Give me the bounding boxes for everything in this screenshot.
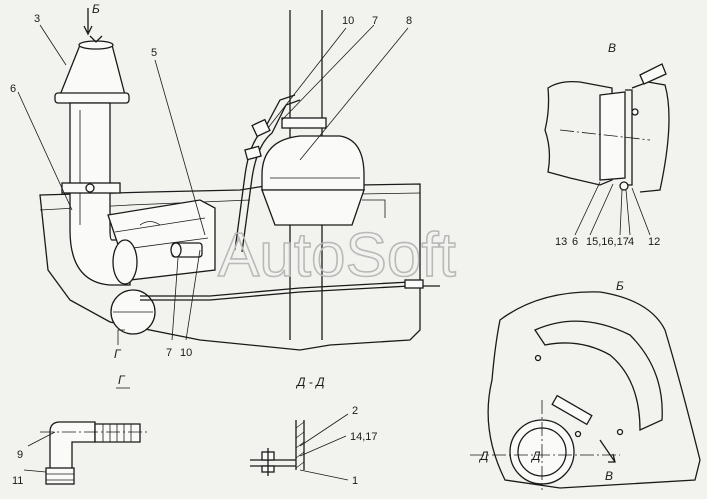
fuel-line-fitting: [404, 279, 424, 289]
frame-outline: [39, 183, 421, 351]
leader-3: [39, 24, 67, 66]
watermark: AutoSoft: [218, 221, 456, 290]
heater-detail: [139, 221, 161, 226]
leader-7-top: [281, 24, 375, 121]
label-d-left: Д: [478, 449, 489, 463]
upper-pipe-b: [241, 99, 301, 253]
label-arrow-b: Б: [92, 2, 100, 16]
label-13: 13: [555, 236, 567, 248]
view-b: Б Д Д В: [470, 279, 701, 490]
label-1: 1: [352, 475, 358, 487]
view-b-shield: [534, 320, 663, 432]
view-v-pipe-stub: [639, 63, 667, 85]
label-12: 12: [648, 236, 660, 248]
section-dd-plate: [295, 420, 305, 470]
detail-g-elbow: [49, 421, 96, 471]
clamp-bolt: [85, 183, 95, 193]
label-15-16-17: 15,16,17: [586, 236, 629, 248]
leader-7-bottom: [171, 257, 179, 341]
label-7-bottom: 7: [166, 347, 172, 359]
view-b-arrow-v: [599, 439, 616, 463]
label-10-top: 10: [342, 15, 354, 27]
label-7-top: 7: [372, 15, 378, 27]
label-6-v: 6: [572, 236, 578, 248]
label-4: 4: [628, 236, 634, 248]
boiler-bracket: [362, 199, 386, 218]
view-b-rivet-1: [534, 354, 542, 362]
label-2: 2: [352, 405, 358, 417]
section-dd-hatch: [295, 421, 305, 469]
pipe-clamp-upper: [251, 118, 271, 138]
label-10-bottom: 10: [180, 347, 192, 359]
view-b-outline: [487, 291, 701, 489]
air-filter-cap: [78, 40, 114, 50]
main-assembly-view: 3 Б 6 5 10 7 8 7 10 Г: [10, 2, 440, 361]
leader-10-bottom: [185, 249, 201, 341]
intake-pipe: [69, 102, 131, 286]
view-b-clamp: [551, 394, 593, 426]
label-3: 3: [34, 13, 40, 25]
label-11: 11: [12, 475, 23, 487]
section-dd-leaders: [299, 413, 349, 481]
label-detail-g: Г: [114, 347, 122, 361]
view-b-rivet-3: [616, 428, 624, 436]
label-8: 8: [406, 15, 412, 27]
label-14-17: 14,17: [350, 431, 378, 443]
detail-g-leaders: [23, 431, 56, 473]
view-b-rivet-2: [574, 430, 582, 438]
view-v-right-part: [631, 81, 670, 193]
boiler-base: [261, 189, 365, 226]
view-v-axis: [559, 129, 651, 141]
label-9: 9: [17, 449, 23, 461]
leader-5: [154, 59, 206, 236]
view-v: В 13 6 15,16,17 4 12: [544, 41, 670, 248]
leader-6: [17, 91, 73, 211]
detail-g: Г 9 11: [12, 373, 150, 487]
arrow-b-top: [83, 8, 93, 36]
detail-g-hose-ribs: [102, 424, 132, 442]
label-arrow-v: В: [605, 469, 613, 483]
pipe-clamp-mid: [244, 145, 262, 161]
view-v-title: В: [608, 41, 616, 55]
nozzle-end: [170, 242, 182, 258]
view-v-bolt: [619, 181, 629, 191]
detail-g-nut: [45, 467, 75, 485]
heater-front-cap: [112, 239, 138, 285]
detail-g-title: Г: [118, 373, 126, 387]
section-dd: Д - Д 2 14,17 1: [250, 375, 378, 487]
boiler-body: [261, 135, 365, 191]
air-filter-band: [54, 92, 130, 104]
leader-8: [299, 27, 409, 161]
view-b-axes: [470, 400, 620, 490]
label-5: 5: [151, 47, 157, 59]
detail-g-nut-lines: [46, 473, 74, 481]
section-dd-title: Д - Д: [295, 375, 325, 389]
view-v-leaders: [574, 181, 651, 236]
detail-g-hose: [94, 423, 141, 443]
air-filter-nipple: [89, 35, 103, 43]
label-d-right: Д: [530, 449, 541, 463]
view-b-title: Б: [616, 279, 624, 293]
air-filter-housing: [59, 44, 126, 96]
detail-g-leader: [117, 329, 125, 345]
leader-10-top: [267, 27, 347, 129]
view-v-bolt-top: [631, 108, 639, 116]
label-6: 6: [10, 83, 16, 95]
section-dd-bracket: [250, 459, 296, 467]
boiler-top-band: [281, 117, 327, 129]
view-v-body: [544, 80, 613, 186]
